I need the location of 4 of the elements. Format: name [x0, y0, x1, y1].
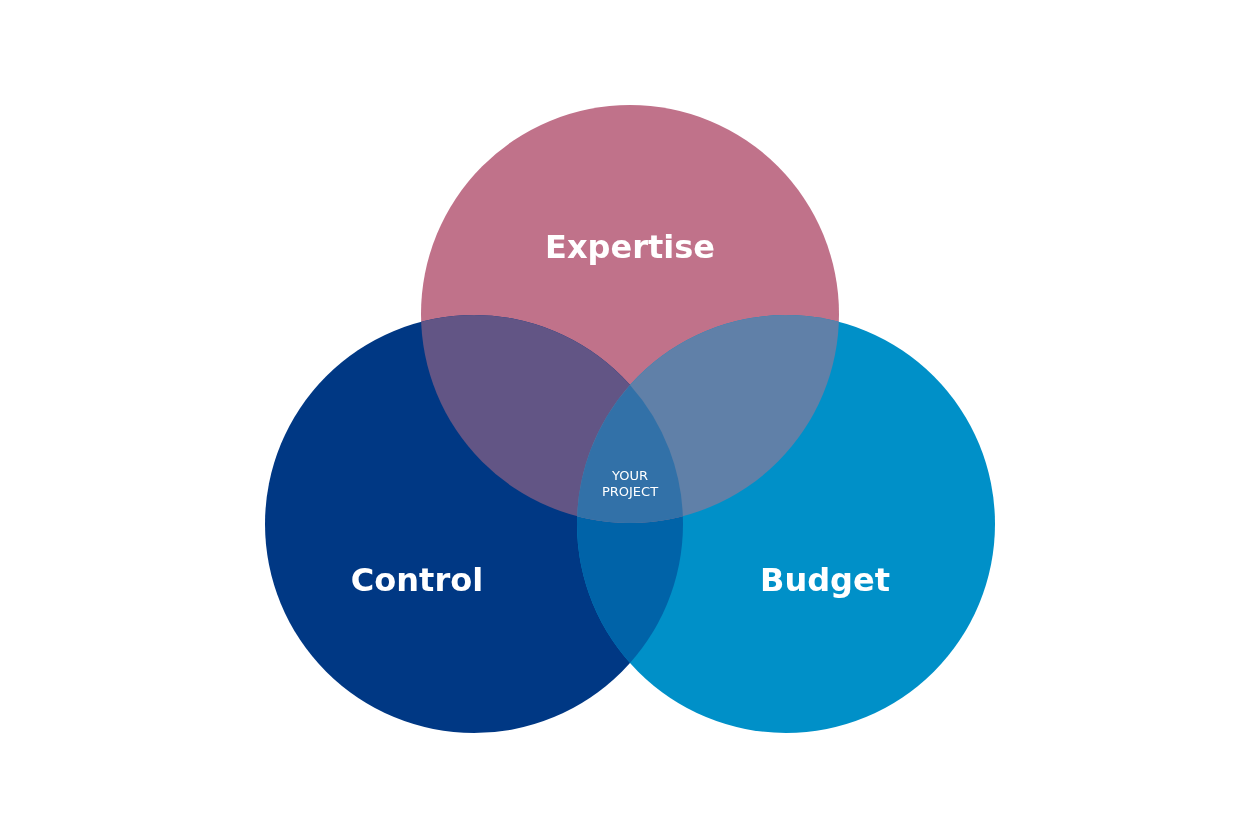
circle-label: Control — [350, 561, 484, 599]
circle-label: Expertise — [545, 228, 715, 266]
center-label: YOUR PROJECT — [600, 468, 660, 500]
circle-label: Budget — [760, 561, 890, 599]
